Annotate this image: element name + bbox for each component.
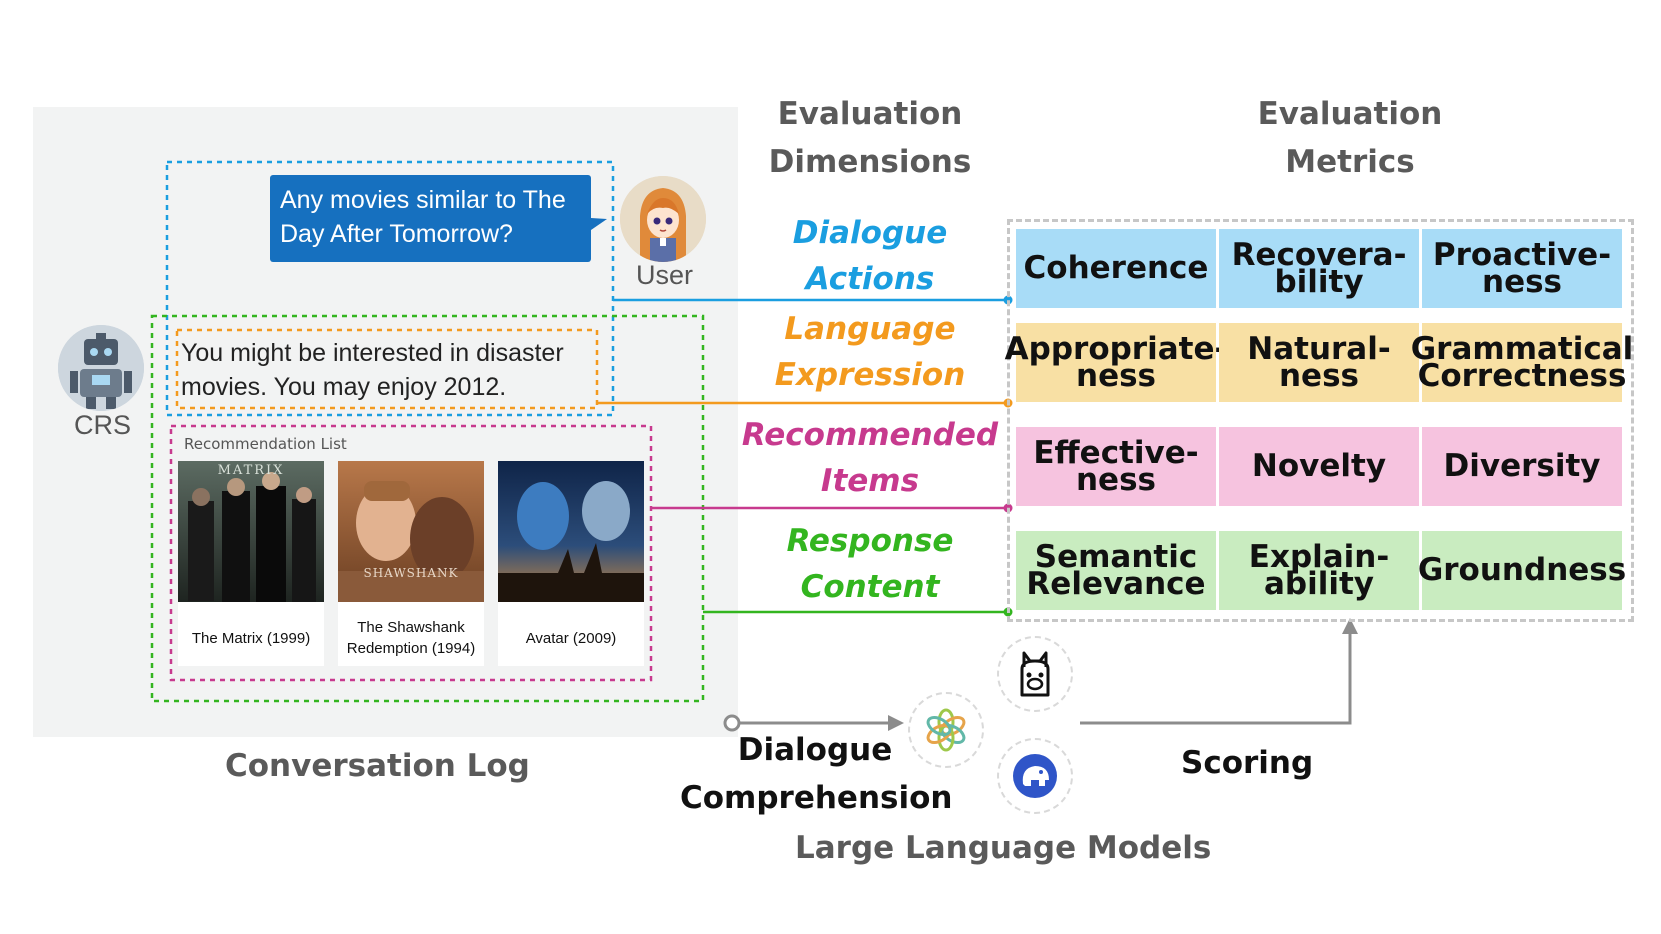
metric-novelty: Novelty: [1219, 427, 1419, 506]
metric-diversity: Diversity: [1422, 427, 1622, 506]
dimension-language-expression: Language Expression: [745, 306, 995, 398]
user-label: User: [636, 260, 694, 290]
language-expression-box: [175, 328, 599, 410]
movie-card-avatar[interactable]: Avatar (2009): [498, 461, 644, 666]
dimension-line1: Language: [784, 311, 956, 347]
dimensions-heading: Evaluation Dimensions: [760, 90, 980, 186]
crs-label: CRS: [74, 410, 132, 440]
anime-girl-icon: [620, 176, 706, 262]
metric-grammatical-correctness: Grammatical Correctness: [1411, 323, 1633, 402]
shawshank-poster: SHAWSHANK: [338, 461, 484, 602]
metric-recoverability: Recovera- bility: [1219, 229, 1419, 308]
flow-arrowhead: [888, 715, 904, 731]
metrics-heading-line1: Evaluation: [1257, 96, 1443, 132]
crs-avatar: [58, 325, 144, 411]
metric-explainability: Explain- ability: [1219, 531, 1419, 610]
metric-appropriateness: Appropriate- ness: [1005, 323, 1227, 402]
movie-title: The Matrix (1999): [191, 629, 311, 647]
llms-heading: Large Language Models: [795, 830, 1212, 866]
dimension-recommended-items: Recommended Items: [735, 412, 1005, 504]
dimension-line2: Expression: [774, 357, 966, 393]
movie-title: The Shawshank Redemption (1994): [346, 619, 476, 657]
openai-logo-icon: [908, 692, 984, 768]
dimension-response-content: Response Content: [745, 518, 995, 610]
movie-card-matrix[interactable]: MATRIX The Matrix (1999): [178, 461, 324, 666]
metric-proactiveness: Proactive- ness: [1422, 229, 1622, 308]
dimension-line1: Dialogue: [792, 215, 948, 251]
dialogue-comprehension-label: Dialogue Comprehension: [680, 726, 953, 822]
user-message-bubble: Any movies similar to The Day After Tomo…: [270, 175, 591, 262]
matrix-poster: MATRIX: [178, 461, 324, 602]
metric-naturalness: Natural- ness: [1219, 323, 1419, 402]
dimension-line1: Response: [786, 523, 954, 559]
crs-message: You might be interested in disaster movi…: [181, 339, 564, 401]
input-line2: Comprehension: [680, 780, 953, 816]
dimensions-heading-line2: Dimensions: [768, 144, 972, 180]
vicuna-logo-icon: [997, 738, 1073, 814]
scoring-arrow: [1080, 632, 1352, 725]
input-line1: Dialogue: [737, 732, 893, 768]
recommendation-list-title: Recommendation List: [184, 435, 347, 453]
svg-text:MATRIX: MATRIX: [218, 463, 285, 478]
dimensions-heading-line1: Evaluation: [777, 96, 963, 132]
metric-effectiveness: Effective- ness: [1016, 427, 1216, 506]
dimension-line1: Recommended: [741, 417, 999, 453]
conversation-log-heading: Conversation Log: [225, 748, 530, 784]
llama-icon: [997, 636, 1073, 712]
svg-text:SHAWSHANK: SHAWSHANK: [363, 566, 458, 580]
metric-coherence: Coherence: [1016, 229, 1216, 308]
dimension-line2: Content: [800, 569, 940, 605]
movie-card-shawshank[interactable]: SHAWSHANK The Shawshank Redemption (1994…: [338, 461, 484, 666]
scoring-label: Scoring: [1181, 745, 1314, 781]
metrics-heading: Evaluation Metrics: [1240, 90, 1460, 186]
avatar-poster: [498, 461, 644, 602]
dialogue-actions-box: [165, 160, 615, 417]
metrics-heading-line2: Metrics: [1285, 144, 1415, 180]
recommended-items-box: [169, 424, 653, 682]
robot-icon: [58, 325, 144, 411]
dimension-dialogue-actions: Dialogue Actions: [745, 210, 995, 302]
dimension-line2: Items: [820, 463, 920, 499]
metrics-grid: [1007, 219, 1634, 622]
movie-title: Avatar (2009): [525, 629, 617, 647]
metric-groundness: Groundness: [1418, 531, 1626, 610]
dimension-line2: Actions: [805, 261, 935, 297]
metric-semantic-relevance: Semantic Relevance: [1016, 531, 1216, 610]
user-avatar: [620, 176, 706, 262]
